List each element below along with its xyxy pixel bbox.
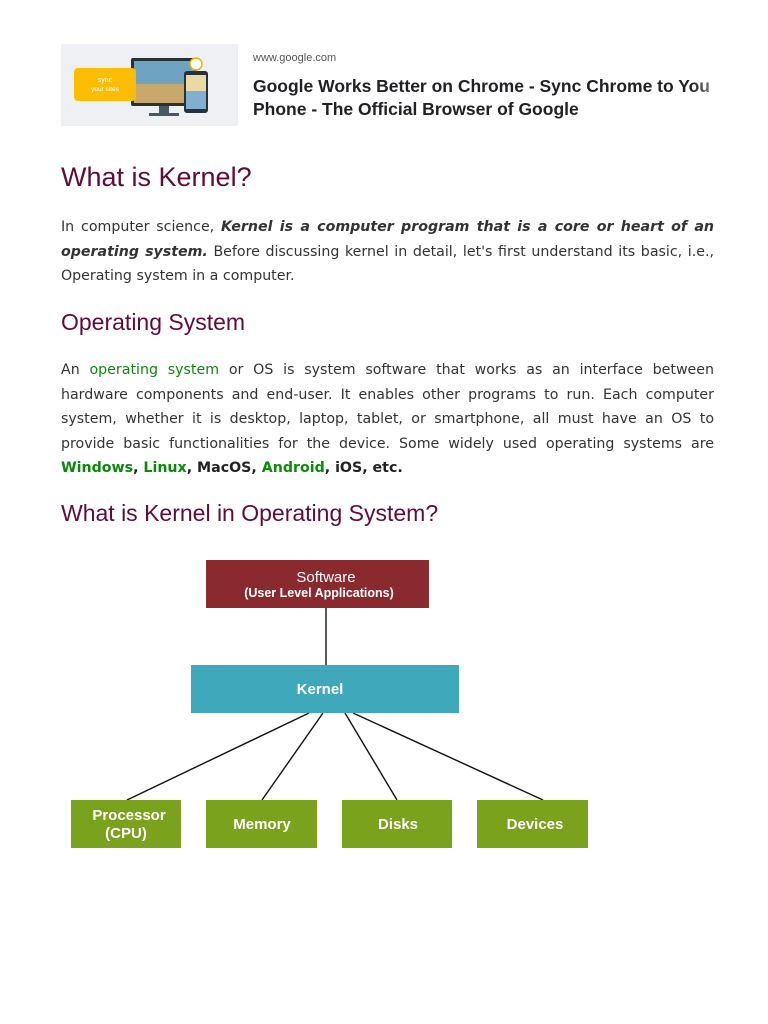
memory-box: Memory	[206, 800, 317, 848]
badge-text-sites: your sites	[91, 86, 120, 93]
memory-label: Memory	[233, 816, 291, 833]
operating-system-link[interactable]: operating system	[89, 362, 220, 378]
os-separator-2: , MacOS,	[186, 460, 262, 476]
ad-url[interactable]: www.google.com	[253, 52, 337, 64]
ad-thumbnail[interactable]: sync your sites	[61, 44, 238, 126]
ad-title-line2[interactable]: Phone - The Official Browser of Google	[253, 99, 579, 119]
ad-fade-overlay	[691, 44, 761, 128]
sync-icon	[189, 57, 203, 71]
devices-box: Devices	[477, 800, 588, 848]
processor-box: Processor (CPU)	[71, 800, 181, 848]
kernel-label: Kernel	[297, 681, 344, 698]
linux-link[interactable]: Linux	[143, 460, 187, 476]
connector-kernel-devices	[352, 712, 544, 801]
page-title: What is Kernel?	[61, 162, 252, 192]
os-text-2: or OS is system software that works as a…	[61, 362, 714, 452]
chrome-sync-illustration: sync your sites	[61, 44, 238, 126]
disks-box: Disks	[342, 800, 452, 848]
software-label: Software	[296, 569, 355, 586]
android-link[interactable]: Android	[261, 460, 325, 476]
kernel-definition: Kernel is a computer program that is a c…	[61, 219, 714, 260]
badge-text-sync: sync	[98, 77, 113, 84]
os-separator-1: ,	[133, 460, 144, 476]
os-text-1: An	[61, 362, 90, 378]
intro-text-1: In computer science,	[61, 219, 222, 235]
connector-kernel-memory	[261, 712, 324, 801]
os-paragraph: An operating system or OS is system soft…	[61, 358, 714, 481]
kernel-diagram: Software (User Level Applications) Kerne…	[61, 548, 601, 858]
intro-text-2: Before discussing kernel in detail, let'…	[61, 243, 714, 285]
disks-label: Disks	[378, 816, 418, 833]
devices-label: Devices	[507, 816, 564, 833]
processor-sublabel: (CPU)	[105, 825, 147, 842]
software-sublabel: (User Level Applications)	[244, 586, 394, 600]
software-box: Software (User Level Applications)	[206, 560, 429, 608]
kernel-box: Kernel	[191, 665, 459, 713]
connector-kernel-disks	[344, 712, 398, 801]
ad-title-link[interactable]: Google Works Better on Chrome - Sync Chr…	[253, 75, 758, 121]
section-heading-operating-system: Operating System	[61, 309, 246, 335]
windows-link[interactable]: Windows	[61, 460, 134, 476]
connector-kernel-processor	[126, 712, 310, 801]
section-heading-kernel-in-os: What is Kernel in Operating System?	[61, 500, 439, 526]
processor-label: Processor	[92, 807, 166, 824]
os-separator-3: , iOS, etc.	[324, 460, 403, 476]
sponsored-ad[interactable]: sync your sites www.google.com Google Wo…	[61, 44, 761, 128]
ad-title-line1[interactable]: Google Works Better on Chrome - Sync Chr…	[253, 76, 710, 96]
intro-paragraph: In computer science, Kernel is a compute…	[61, 215, 714, 289]
